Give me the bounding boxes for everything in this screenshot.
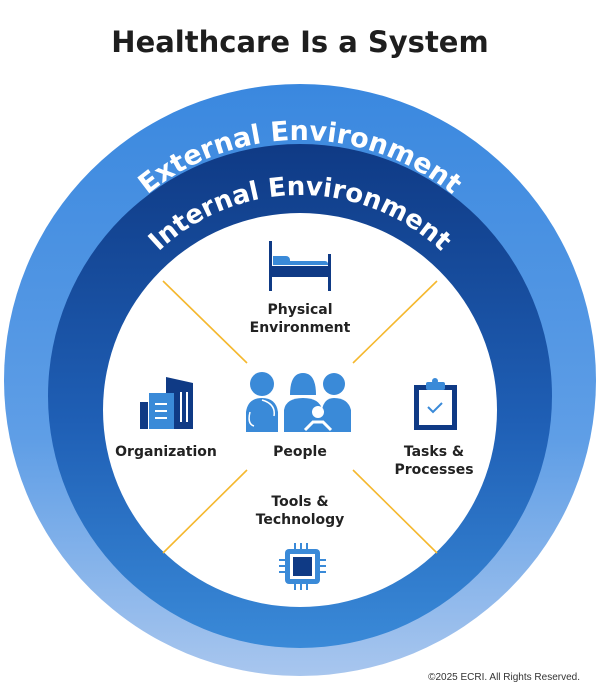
clipboard-check-icon: [414, 378, 457, 430]
tools-label-1: Tools &: [271, 494, 328, 510]
page-title: Healthcare Is a System: [111, 25, 488, 59]
people-icon: [246, 372, 351, 432]
physical-label-1: Physical: [267, 302, 332, 318]
tasks-label-1: Tasks &: [404, 444, 464, 460]
bed-icon: [269, 241, 331, 291]
people-label: People: [273, 444, 327, 460]
copyright: ©2025 ECRI. All Rights Reserved.: [428, 672, 580, 683]
building-icon: [140, 377, 193, 429]
chip-icon: [279, 543, 326, 590]
physical-label-2: Environment: [250, 320, 351, 336]
organization-label: Organization: [115, 444, 217, 460]
divider-lines: [162, 280, 438, 554]
tools-label-2: Technology: [256, 512, 345, 528]
tasks-label-2: Processes: [394, 462, 473, 478]
